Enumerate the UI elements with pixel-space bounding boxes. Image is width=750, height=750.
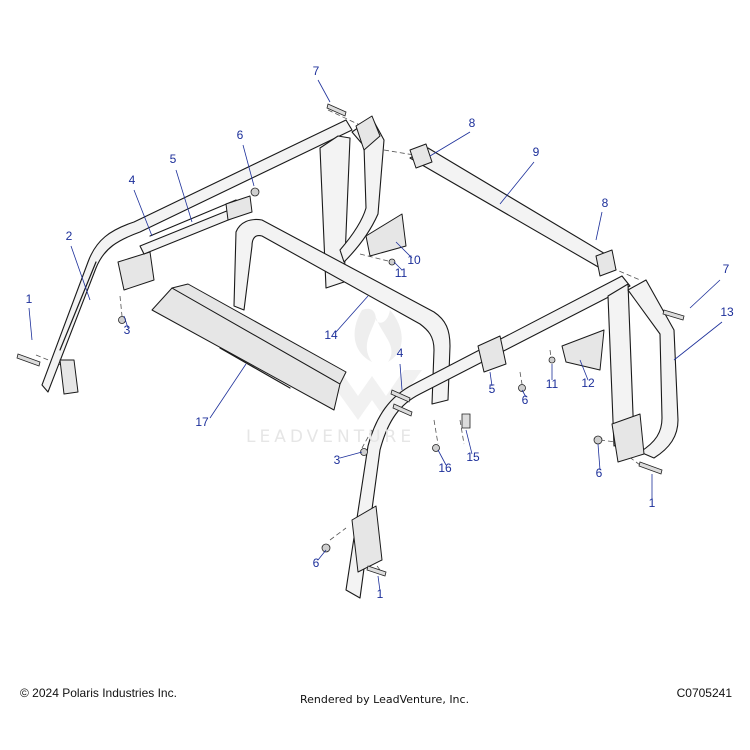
callout-1: 1 [26,292,33,306]
callout-7: 7 [313,64,320,78]
callout-8: 8 [469,116,476,130]
callout-5: 5 [170,152,177,166]
callout-11: 11 [395,266,408,280]
right-rear-upright [607,279,679,463]
callout-6: 6 [237,128,244,142]
footer-copyright: © 2024 Polaris Industries Inc. [20,686,177,700]
callout-6: 6 [596,466,603,480]
footer-rendered-by: Rendered by LeadVenture, Inc. [300,693,470,706]
callout-5: 5 [489,382,496,396]
footer-diagram-code: C0705241 [676,686,732,700]
callout-1: 1 [377,587,384,601]
callout-16: 16 [438,461,452,475]
panel-17 [151,283,347,411]
callout-15: 15 [466,450,480,464]
watermark-text: LEADVENTURE [246,427,416,447]
callout-2: 2 [66,229,73,243]
bracket-10 [365,213,407,257]
leader-lines [28,79,723,592]
callout-3: 3 [334,453,341,467]
fasteners [16,103,685,577]
grab-handle [139,195,253,255]
callout-13: 13 [720,305,734,319]
callout-17: 17 [195,415,209,429]
callout-10: 10 [407,253,421,267]
left-rear-upright [319,115,385,289]
callout-9: 9 [533,145,540,159]
callout-4: 4 [397,346,404,360]
callout-7: 7 [723,262,730,276]
callout-12: 12 [581,376,595,390]
callout-6: 6 [522,393,529,407]
callout-8: 8 [602,196,609,210]
center-hoop [233,218,451,405]
watermark-logo [322,308,422,420]
callout-6: 6 [313,556,320,570]
callout-1: 1 [649,496,656,510]
callout-3: 3 [124,323,131,337]
right-side-rail [345,275,631,599]
callout-11: 11 [546,377,559,391]
bracket-12 [561,329,605,371]
callout-4: 4 [129,173,136,187]
left-side-rail [41,119,353,395]
rear-cross-tube [409,143,617,277]
callout-14: 14 [324,328,338,342]
